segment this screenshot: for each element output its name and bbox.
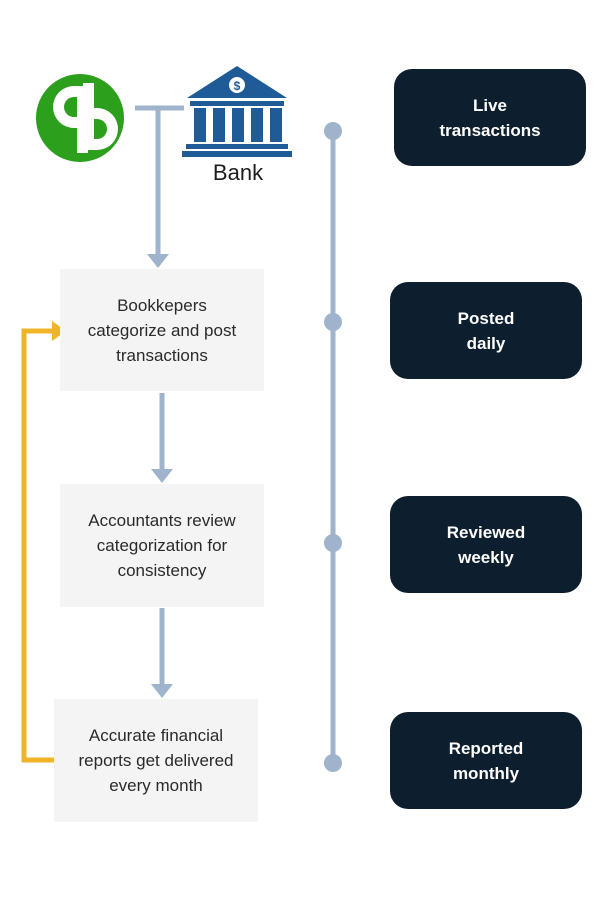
badge-live-transactions: Live transactions [394, 69, 586, 166]
badge-reported-monthly: Reported monthly [390, 712, 582, 809]
feedback-loop-arrow [21, 321, 66, 763]
timeline-dot-3 [324, 534, 342, 552]
quickbooks-logo [36, 74, 124, 162]
svg-text:$: $ [234, 79, 241, 93]
bank-label: Bank [212, 160, 264, 185]
flow-arrow-3 [151, 608, 173, 698]
badge-posted-daily: Posted daily [390, 282, 582, 379]
bank-icon: $ [182, 66, 292, 157]
flow-arrow-2 [151, 393, 173, 483]
flow-arrow-1 [147, 110, 169, 268]
step-box-review: Accountants review categorization for co… [60, 484, 264, 607]
step-box-categorize: Bookkepers categorize and post transacti… [60, 269, 264, 391]
timeline-dot-1 [324, 122, 342, 140]
badge-reviewed-weekly: Reviewed weekly [390, 496, 582, 593]
timeline-dot-4 [324, 754, 342, 772]
step-box-reports: Accurate financial reports get delivered… [54, 699, 258, 822]
timeline-dot-2 [324, 313, 342, 331]
